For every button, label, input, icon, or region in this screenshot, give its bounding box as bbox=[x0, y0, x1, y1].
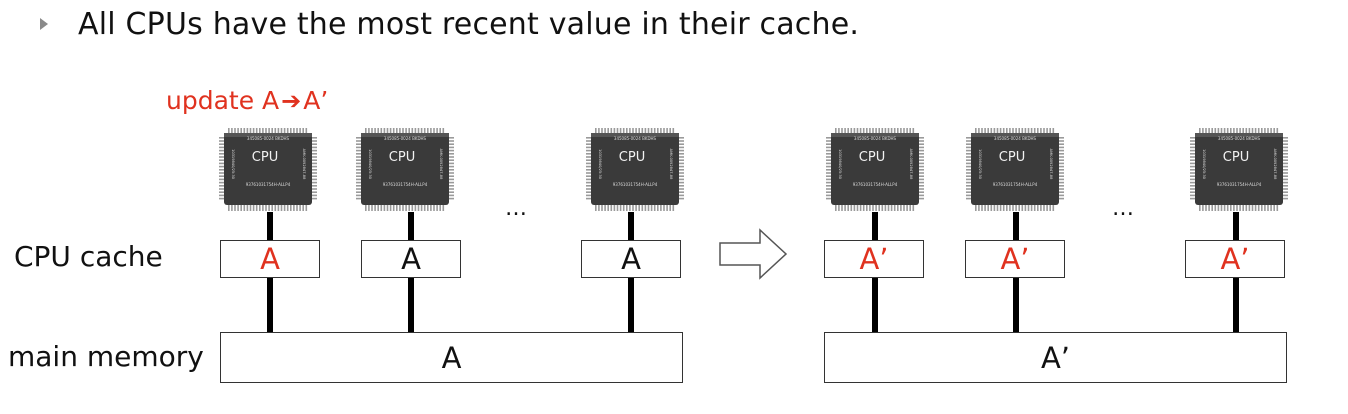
chip-bottom-code: 93761031754H-ALLP4 bbox=[613, 182, 658, 187]
chip-bottom-code: 93761031754H-ALLP4 bbox=[383, 182, 428, 187]
chip-left-code: 10319840/25:30 bbox=[838, 149, 842, 180]
chip-label: CPU bbox=[252, 150, 278, 165]
chip-left-code: 10319840/25:30 bbox=[978, 149, 982, 180]
ellipsis-before: … bbox=[505, 196, 531, 221]
chip-left-code: 10319840/25:30 bbox=[368, 149, 372, 180]
chip-label: CPU bbox=[859, 150, 885, 165]
cache-box-cpu2-before: A bbox=[361, 240, 461, 278]
bullet-text: All CPUs have the most recent value in t… bbox=[78, 6, 860, 42]
cache-box-cpun-before: A bbox=[581, 240, 681, 278]
bus-wire bbox=[267, 278, 273, 332]
bus-wire bbox=[1013, 278, 1019, 332]
cpu-chip-icon: 345085-0024 BKDHS CPU 93761031754H-ALLP4 10… bbox=[219, 128, 317, 211]
cache-box-cpu1-before: A bbox=[220, 240, 320, 278]
main-memory-label: main memory bbox=[8, 340, 204, 373]
chip-right-code: AMK-0092847-88 bbox=[302, 149, 306, 180]
chip-pins bbox=[826, 128, 924, 211]
chip-label: CPU bbox=[999, 150, 1025, 165]
chip-top-code: 345085-0024 BKDHS bbox=[247, 136, 290, 141]
chip-body bbox=[971, 133, 1059, 205]
bus-wire bbox=[872, 278, 878, 332]
chip-body bbox=[1195, 133, 1283, 205]
chip-pins bbox=[586, 128, 684, 211]
chip-right-code: AMK-0092847-88 bbox=[909, 149, 913, 180]
chip-right-code: AMK-0092847-88 bbox=[439, 149, 443, 180]
chip-pins bbox=[966, 128, 1064, 211]
ellipsis-after: … bbox=[1112, 196, 1138, 221]
cache-box-cpu2-after: A’ bbox=[965, 240, 1065, 278]
chip-left-code: 10319840/25:30 bbox=[598, 149, 602, 180]
chip-top-code: 345085-0024 BKDHS bbox=[384, 136, 427, 141]
bullet-line: All CPUs have the most recent value in t… bbox=[40, 4, 859, 44]
cpu-chip-icon: 345085-0024 BKDHS CPU 93761031754H-ALLP4 10… bbox=[356, 128, 454, 211]
update-suffix: A’ bbox=[303, 86, 329, 115]
chip-bottom-code: 93761031754H-ALLP4 bbox=[1217, 182, 1262, 187]
main-memory-box-after: A’ bbox=[824, 332, 1287, 383]
chip-top-code: 345085-0024 BKDHS bbox=[1218, 136, 1261, 141]
chip-body bbox=[224, 133, 312, 205]
bus-wire bbox=[1013, 212, 1019, 240]
chip-body bbox=[361, 133, 449, 205]
chip-body bbox=[591, 133, 679, 205]
chip-top-code: 345085-0024 BKDHS bbox=[854, 136, 897, 141]
cpu-chip-icon: 345085-0024 BKDHS CPU 93761031754H-ALLP4 10… bbox=[1190, 128, 1288, 211]
main-memory-box-before: A bbox=[220, 332, 683, 383]
update-prefix: update A bbox=[166, 86, 280, 115]
bus-wire bbox=[408, 278, 414, 332]
chip-bottom-code: 93761031754H-ALLP4 bbox=[246, 182, 291, 187]
chip-pins bbox=[219, 128, 317, 211]
chip-right-code: AMK-0092847-88 bbox=[1049, 149, 1053, 180]
chip-left-code: 10319840/25:30 bbox=[1202, 149, 1206, 180]
bus-wire bbox=[408, 212, 414, 240]
cache-box-cpun-after: A’ bbox=[1185, 240, 1285, 278]
chip-label: CPU bbox=[1223, 150, 1249, 165]
chip-pins bbox=[356, 128, 454, 211]
right-arrow-icon: ➔ bbox=[281, 86, 302, 115]
chip-top-code: 345085-0024 BKDHS bbox=[614, 136, 657, 141]
cpu-cache-label: CPU cache bbox=[14, 240, 163, 273]
chip-top-code: 345085-0024 BKDHS bbox=[994, 136, 1037, 141]
chip-right-code: AMK-0092847-88 bbox=[669, 149, 673, 180]
chip-label: CPU bbox=[619, 150, 645, 165]
cpu-chip-icon: 345085-0024 BKDHS CPU 93761031754H-ALLP4 10… bbox=[826, 128, 924, 211]
cache-box-cpu1-after: A’ bbox=[824, 240, 924, 278]
bullet-marker-icon bbox=[40, 18, 48, 30]
bus-wire bbox=[1233, 212, 1239, 240]
cpu-chip-icon: 345085-0024 BKDHS CPU 93761031754H-ALLP4 10… bbox=[586, 128, 684, 211]
bus-wire bbox=[1233, 278, 1239, 332]
chip-bottom-code: 93761031754H-ALLP4 bbox=[853, 182, 898, 187]
chip-label: CPU bbox=[389, 150, 415, 165]
update-label: update A ➔ A’ bbox=[166, 86, 328, 115]
chip-body bbox=[831, 133, 919, 205]
bus-wire bbox=[628, 212, 634, 240]
bus-wire bbox=[872, 212, 878, 240]
chip-bottom-code: 93761031754H-ALLP4 bbox=[993, 182, 1038, 187]
bus-wire bbox=[628, 278, 634, 332]
chip-right-code: AMK-0092847-88 bbox=[1273, 149, 1277, 180]
chip-left-code: 10319840/25:30 bbox=[231, 149, 235, 180]
chip-pins bbox=[1190, 128, 1288, 211]
bus-wire bbox=[267, 212, 273, 240]
cpu-chip-icon: 345085-0024 BKDHS CPU 93761031754H-ALLP4 10… bbox=[966, 128, 1064, 211]
transition-arrow-icon bbox=[719, 228, 788, 280]
